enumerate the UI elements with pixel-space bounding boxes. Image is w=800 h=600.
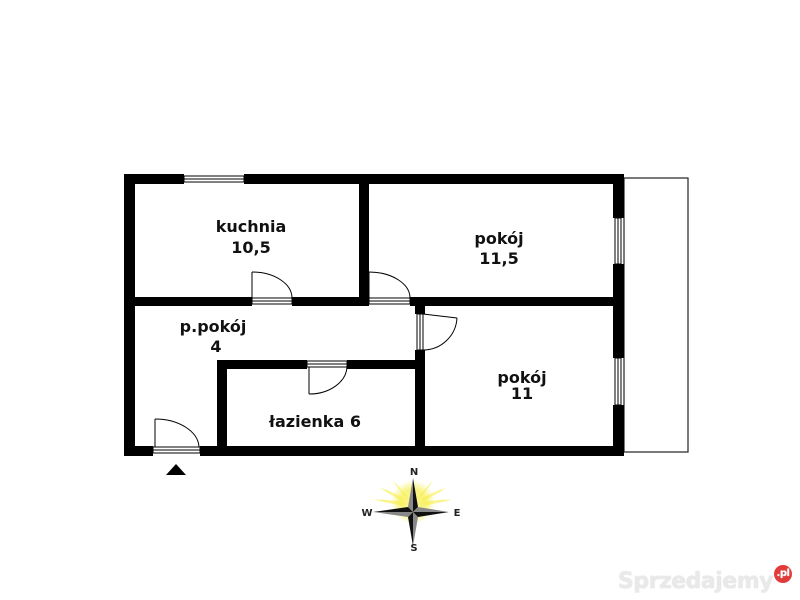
compass-east: E (454, 508, 461, 519)
room-name-pokoj-2: pokój (497, 368, 546, 387)
room-name-przedpokoj: p.pokój (180, 317, 247, 336)
compass-south: S (410, 543, 417, 554)
room-name-pokoj-1: pokój (474, 229, 523, 248)
compass-rose-icon: N S W E (361, 467, 461, 554)
room-area-przedpokoj: 4 (210, 337, 221, 356)
entrance-arrow-icon (166, 464, 186, 475)
outer-walls (124, 174, 624, 456)
windows (183, 175, 622, 406)
compass-west: W (361, 508, 372, 519)
room-area-pokoj-1: 11,5 (479, 249, 518, 268)
room-area-kuchnia: 10,5 (231, 238, 270, 257)
watermark-text: Sprzedajemy (618, 569, 774, 594)
compass-north: N (410, 467, 418, 478)
room-area-pokoj-2: 11 (511, 384, 533, 403)
watermark-badge: .pl (774, 565, 792, 583)
watermark-logo: Sprzedajemy.pl (618, 565, 792, 594)
door-lazienka (306, 360, 348, 395)
interior-walls (124, 174, 624, 456)
room-name-lazienka: łazienka 6 (268, 412, 361, 431)
balcony-outline (623, 177, 689, 453)
door-kuchnia (251, 271, 293, 305)
door-pokoj-1 (368, 271, 411, 305)
door-entrance (152, 418, 201, 454)
doors (152, 271, 458, 454)
door-pokoj-2 (416, 313, 458, 351)
room-name-kuchnia: kuchnia (216, 217, 287, 236)
